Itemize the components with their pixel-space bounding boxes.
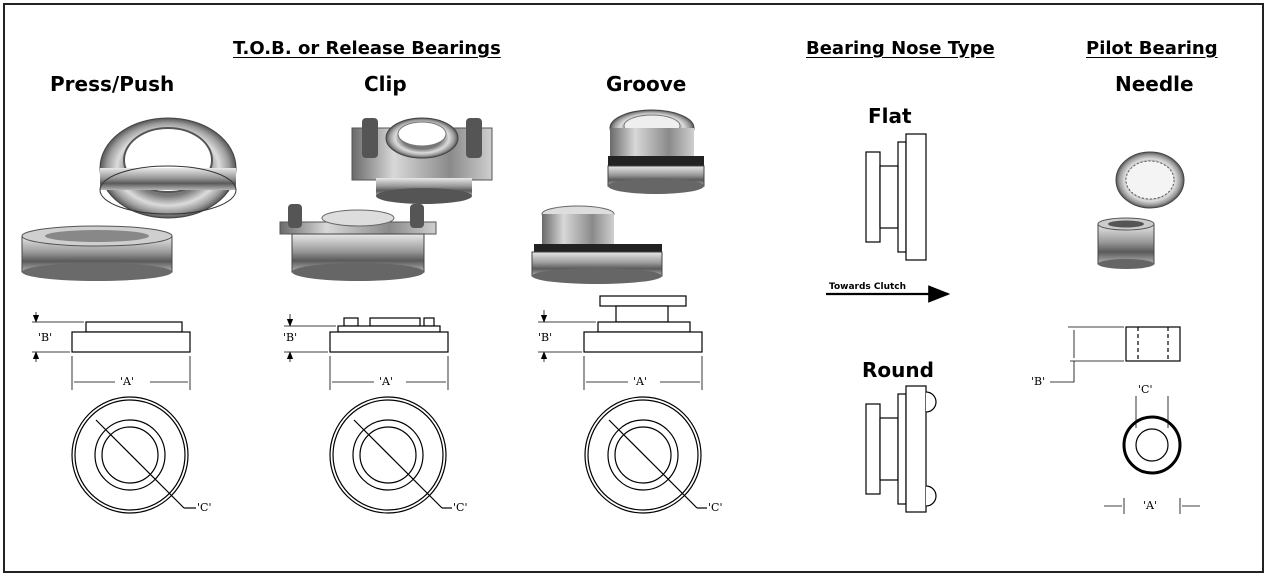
needle-front-view [1104, 396, 1200, 514]
needle-dimension-c: 'C' [1138, 383, 1153, 396]
figure-frame [3, 3, 1264, 573]
groove-bearing-photo [531, 109, 705, 284]
header-pilot-bearing: Pilot Bearing [1086, 38, 1218, 59]
nose-type-round-label: Round [862, 358, 934, 382]
flat-nose-drawing [865, 133, 927, 261]
column-title-groove: Groove [606, 72, 687, 96]
clip-dimension-a: 'A' [379, 375, 393, 388]
column-title-needle: Needle [1115, 72, 1194, 96]
clip-front-view [329, 396, 452, 514]
column-title-clip: Clip [364, 72, 407, 96]
round-nose-drawing [865, 385, 937, 513]
groove-dimension-a: 'A' [633, 375, 647, 388]
needle-dimension-b: 'B' [1031, 375, 1046, 388]
groove-profile-drawing [583, 295, 703, 353]
clip-profile-drawing [329, 317, 449, 353]
press-push-dimension-c: 'C' [197, 501, 212, 514]
towards-clutch-label: Towards Clutch [829, 282, 907, 292]
needle-dimension-a: 'A' [1143, 499, 1157, 512]
header-bearing-nose-type: Bearing Nose Type [806, 38, 995, 59]
press-push-dimension-b: 'B' [38, 331, 53, 344]
column-title-press-push: Press/Push [50, 72, 175, 96]
groove-front-view [584, 396, 707, 514]
groove-dimension-c: 'C' [708, 501, 723, 514]
press-push-dimension-a: 'A' [120, 375, 134, 388]
groove-dimension-b: 'B' [538, 331, 553, 344]
needle-profile-drawing [1050, 326, 1181, 383]
clip-dimension-c: 'C' [453, 501, 468, 514]
needle-bearing-photo [1097, 151, 1185, 269]
press-push-profile-drawing [71, 321, 191, 353]
press-push-front-view [71, 396, 196, 514]
header-release-bearings: T.O.B. or Release Bearings [233, 38, 501, 59]
press-push-bearing-photo [21, 117, 237, 281]
clip-dimension-b: 'B' [283, 331, 298, 344]
clip-bearing-photo [279, 117, 493, 281]
nose-type-flat-label: Flat [868, 104, 912, 128]
dimension-lines [32, 310, 703, 390]
